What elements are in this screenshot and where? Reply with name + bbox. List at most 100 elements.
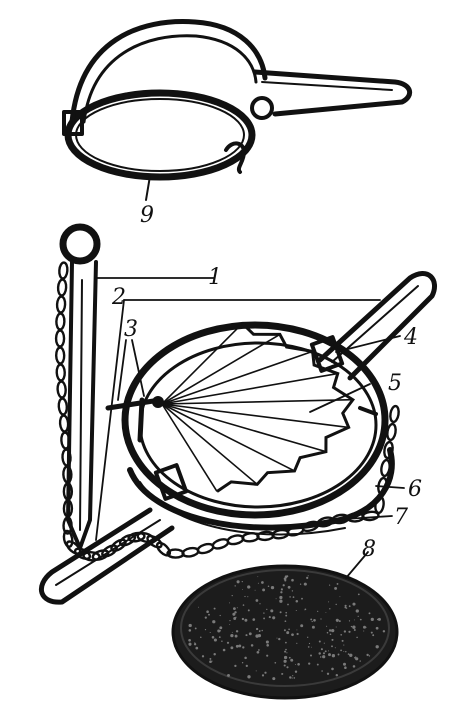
disk-speck: [211, 660, 213, 662]
disk-speck: [261, 629, 263, 632]
disk-speck: [307, 575, 309, 577]
disk-speck: [193, 643, 197, 646]
disk-speck: [352, 602, 356, 606]
disk-speck: [213, 652, 216, 656]
disk-speck: [370, 617, 374, 622]
disk-speck: [209, 657, 212, 660]
small-trap-spring: [252, 69, 413, 117]
disk-speck: [256, 650, 260, 654]
disk-speck: [270, 585, 275, 590]
disk-speck: [349, 653, 353, 657]
disk-speck: [211, 636, 215, 639]
disk-speck: [326, 672, 330, 675]
disk-speck: [222, 648, 226, 652]
disk-speck: [274, 661, 277, 664]
disk-speck: [347, 653, 350, 655]
disk-speck: [280, 588, 283, 591]
disk-speck: [343, 644, 345, 646]
disk-speck: [295, 609, 297, 612]
disk-speck: [188, 638, 191, 642]
disk-speck: [242, 604, 245, 606]
disk-speck: [255, 627, 259, 631]
disk-speck: [217, 629, 220, 632]
disk-speck: [291, 590, 294, 592]
disk-speck: [208, 613, 210, 616]
pan-ray: [161, 403, 295, 472]
disk-speck: [188, 623, 192, 628]
disk-speck: [328, 629, 332, 632]
disk-speck: [344, 604, 347, 607]
disk-speck: [350, 625, 353, 628]
disk-speck: [212, 620, 216, 624]
disk-speck: [295, 599, 299, 603]
disk-speck: [322, 652, 326, 655]
disk-speck: [278, 637, 281, 641]
disk-speck: [194, 642, 196, 644]
disk-speck: [241, 662, 244, 664]
disk-speck: [245, 634, 248, 637]
disk-speck: [242, 588, 244, 590]
disk-speck: [329, 584, 331, 586]
disk-speck: [376, 618, 379, 621]
disk-speck: [291, 578, 294, 582]
disk-speck: [234, 611, 237, 614]
chain-link: [54, 346, 66, 365]
disk-speck: [201, 655, 205, 658]
disk-speck: [258, 630, 260, 633]
disk-speck: [326, 631, 329, 634]
disk-speck: [288, 628, 290, 631]
disk-speck: [373, 634, 375, 636]
disk-speck: [377, 617, 381, 621]
disk-speck: [328, 601, 330, 603]
disk-speck: [258, 649, 260, 651]
disk-speck: [236, 580, 240, 584]
chain-link: [55, 295, 67, 314]
pan-ray: [161, 333, 281, 405]
disk-speck: [291, 659, 294, 662]
disk-speck: [352, 625, 356, 629]
disk-speck: [255, 670, 257, 672]
disk-speck: [244, 595, 246, 598]
small-trap-bow: [69, 19, 268, 125]
disk-speck: [257, 633, 262, 638]
disk-speck: [306, 576, 309, 580]
disk-speck: [331, 628, 335, 633]
disk-speck: [234, 585, 236, 587]
label-7: 7: [394, 505, 408, 530]
disk-speck: [353, 629, 356, 631]
disk-speck: [280, 591, 283, 594]
disk-speck: [368, 612, 371, 615]
disk-speck: [336, 582, 339, 585]
disk-speck: [338, 620, 341, 623]
disk-speck: [375, 645, 379, 649]
disk-speck: [247, 675, 251, 679]
disk-speck: [244, 618, 248, 622]
disk-speck: [357, 615, 359, 617]
disk-speck: [309, 654, 313, 657]
disk-speck: [344, 666, 347, 669]
disk-speck: [354, 656, 356, 659]
chain-link: [62, 529, 74, 548]
disk-speck: [296, 642, 298, 644]
disk-speck: [287, 585, 291, 589]
disk-speck: [206, 610, 209, 613]
disk-speck: [232, 612, 236, 616]
pan-ray: [161, 403, 349, 429]
disk-speck: [329, 608, 331, 610]
disk-speck: [188, 629, 192, 632]
disk-speck: [267, 585, 270, 587]
disk-speck: [311, 620, 313, 623]
disk-speck: [241, 580, 243, 583]
disk-speck: [327, 650, 330, 652]
label-5: 5: [388, 371, 402, 396]
disk-speck: [231, 594, 233, 597]
disk-speck: [322, 655, 326, 659]
disk-speck: [283, 659, 287, 663]
disk-speck: [195, 646, 199, 650]
cover-disk-8: [171, 564, 399, 700]
disk-speck: [295, 664, 296, 665]
disk-speck: [355, 609, 359, 613]
disk-speck: [281, 673, 283, 675]
disk-speck: [334, 586, 338, 590]
